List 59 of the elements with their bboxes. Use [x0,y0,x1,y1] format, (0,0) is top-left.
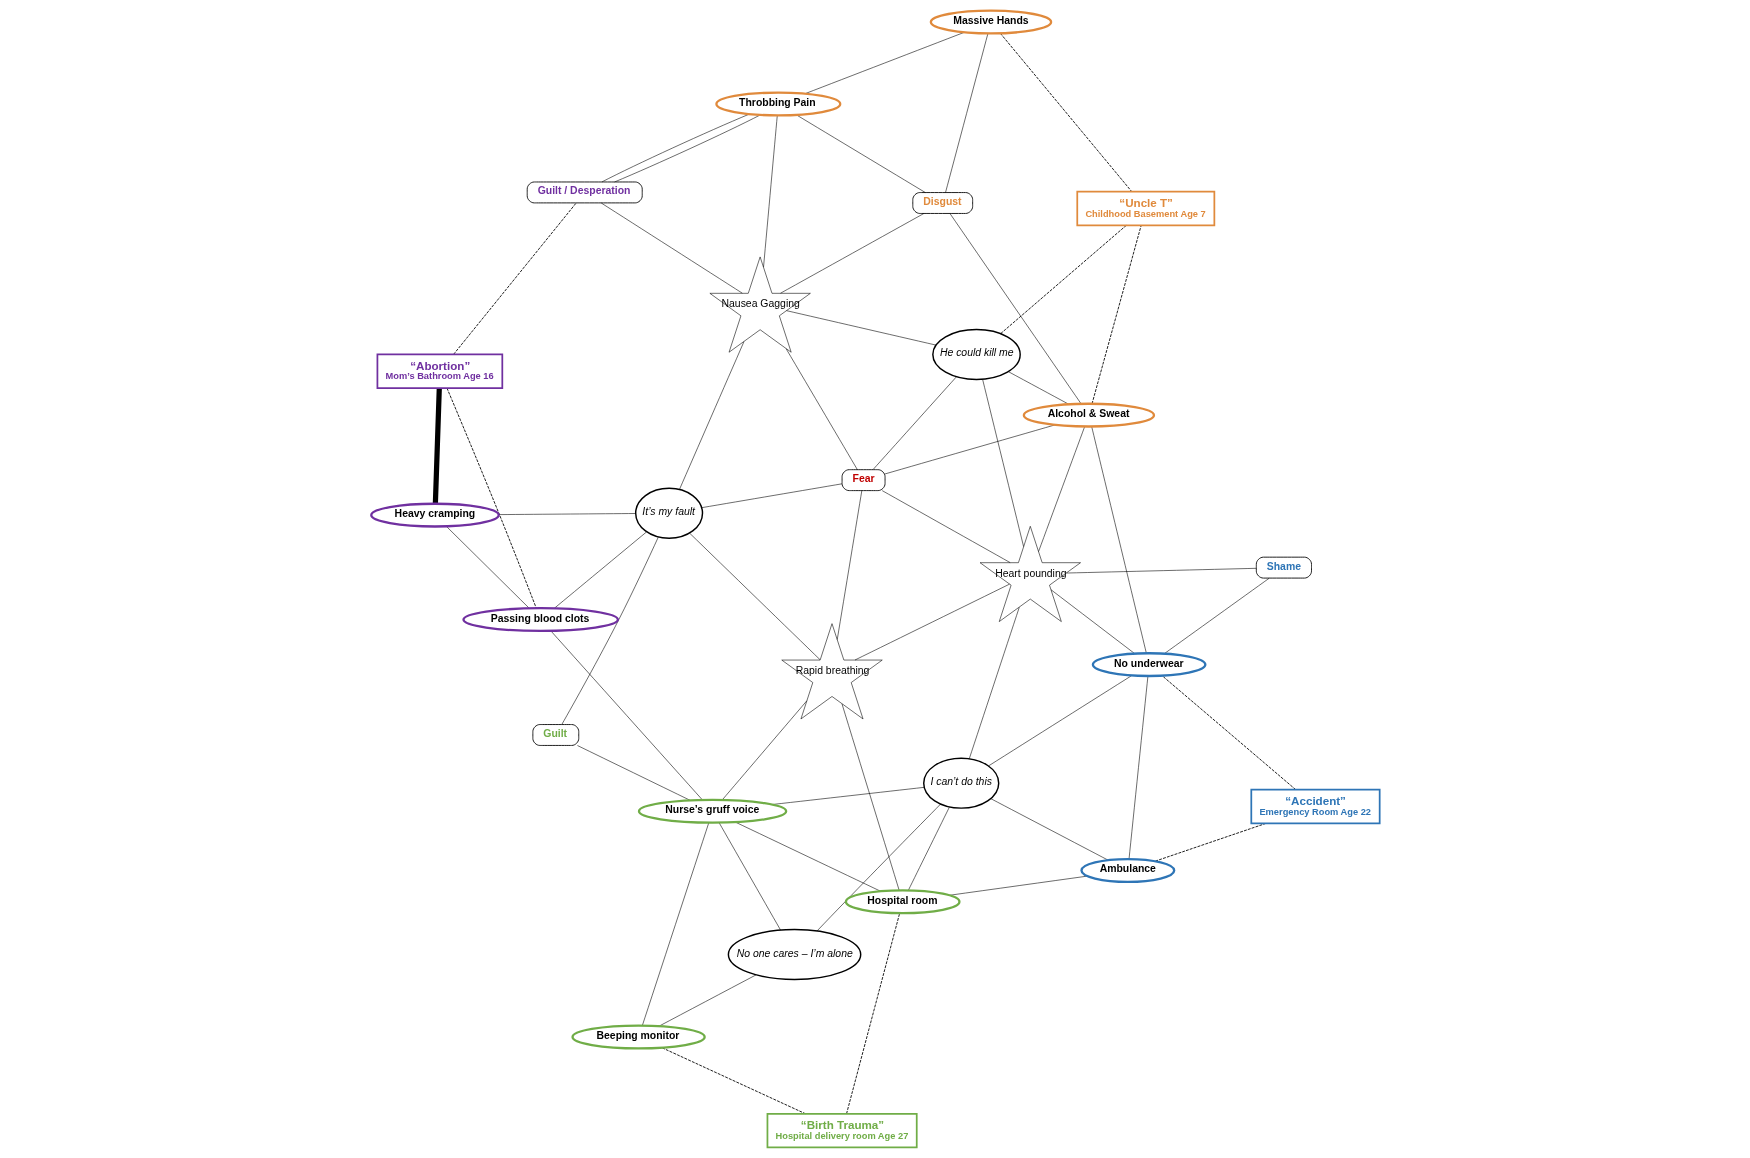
connector [845,913,900,1115]
node-ellipse: Throbbing Pain [714,91,841,117]
connector [779,213,924,294]
connector [841,703,899,891]
node-box: Shame [1255,556,1312,579]
connector [944,33,988,193]
node-box: Fear [841,469,885,492]
connector [1090,426,1147,654]
node-ellipse: No one cares – I’m alone [727,928,861,981]
node-ellipse: He could kill me [931,328,1021,381]
connector [968,607,1020,759]
node-box: “Birth Trauma” Hospital delivery room Age 27 [766,1112,918,1149]
connector [999,33,1132,193]
node-box: Guilt / Desperation [526,181,643,204]
node-box: “Abortion” Mom’s Bathroom Age 16 [376,353,503,389]
connector [785,310,936,346]
connector [718,822,781,931]
connector [678,341,744,490]
connector [432,388,442,504]
connector [949,213,1081,404]
connector [1161,675,1296,790]
connector [872,376,957,470]
node-box: “Accident” Emergency Room Age 22 [1249,788,1381,825]
node-ellipse: Hospital room [844,889,961,915]
connector [613,114,760,183]
connector [497,513,636,515]
connector [785,348,858,470]
connector [688,532,820,660]
node-ellipse: Ambulance [1079,857,1175,884]
connector [999,225,1127,334]
connector [981,378,1024,547]
node-box: Guilt [531,724,579,746]
connector [446,387,537,609]
node-ellipse: Massive Hands [929,9,1052,35]
connector [700,483,842,508]
node-box: “Uncle T” Childhood Basement Age 7 [1075,190,1215,227]
connector [762,115,778,268]
connector [907,806,950,891]
connector [601,113,749,183]
connector [1065,568,1257,574]
node-ellipse: I can’t do this [922,757,999,809]
connector [989,798,1108,861]
node-ellipse: Heavy cramping [369,502,500,528]
node-ellipse: Passing blood clots [461,607,619,633]
connector [721,700,807,801]
connector [1037,426,1085,552]
connector [561,536,659,725]
node-ellipse: Beeping monitor [570,1024,706,1050]
node-ellipse: It’s my fault [634,487,703,539]
node-ellipse: Nurse’s gruff voice [637,798,787,824]
connector [881,490,1010,563]
connector [836,490,862,640]
node-box: Disgust [911,192,973,214]
node-ellipse: No underwear [1091,652,1206,678]
connector [1091,225,1142,404]
node-ellipse: Alcohol & Sweat [1022,402,1155,428]
connector [452,202,577,355]
connector [987,675,1132,767]
connector [816,803,941,932]
